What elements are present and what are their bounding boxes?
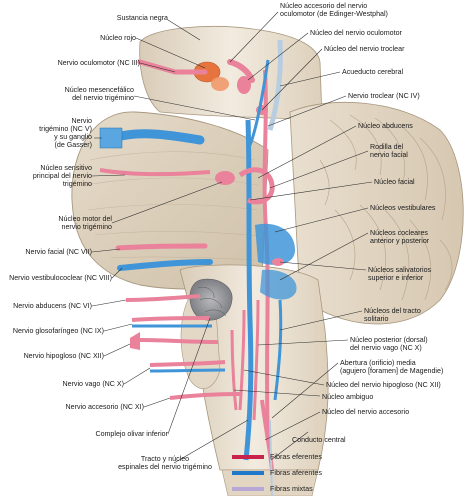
pons <box>71 111 269 290</box>
legend-label-afferent: Fibras aferentes <box>270 468 322 477</box>
label-nervio-hipogloso: Nervio hipogloso (NC XII) <box>23 352 104 360</box>
label-nucleo-sensitivo: Núcleo sensitivo principal del nervio tr… <box>32 164 92 188</box>
label-complejo-olivar: Complejo olivar inferior <box>95 430 168 438</box>
label-nucleos-tracto-solitario: Núcleos del tracto solitario <box>364 307 421 323</box>
label-abertura-media: Abertura (orificio) media (agujero [fora… <box>340 359 444 375</box>
legend-label-mixed: Fibras mixtas <box>270 484 313 493</box>
label-rodilla-facial: Rodilla del nervio facial <box>370 143 408 159</box>
label-nucleos-salivatorios: Núcleos salivatorios superior e inferior <box>368 266 432 282</box>
label-nucleo-motor-trigemino: Núcleo motor del nervio trigémino <box>58 215 112 231</box>
legend-label-efferent: Fibras eferentes <box>270 452 322 461</box>
label-nucleo-mesencefalico: Núcleo mesencefálico del nervio trigémin… <box>64 86 134 102</box>
legend-swatch-efferent <box>232 455 264 459</box>
label-nucleo-nervio-oculomotor: Núcleo del nervio oculomotor <box>310 29 402 37</box>
label-nucleo-nervio-accesorio: Núcleo del nervio accesorio <box>322 408 410 416</box>
label-nervio-trigemino: Nervio trigémino (NC V) y su ganglio (de… <box>39 117 92 149</box>
label-conducto-central: Conducto central <box>292 436 346 444</box>
midbrain <box>139 26 323 121</box>
legend-swatch-mixed <box>232 487 264 491</box>
label-nucleo-accesorio-oculomotor: Núcleo accesorio del nervio oculomotor (… <box>280 2 388 18</box>
label-nucleo-nervio-troclear: Núcleo del nervio troclear <box>324 45 405 53</box>
label-nervio-accesorio: Nervio accesorio (NC XI) <box>65 403 144 411</box>
label-nervio-abducens: Nervio abducens (NC VI) <box>13 302 92 310</box>
legend-swatch-afferent <box>232 471 264 475</box>
label-nucleo-hipogloso: Núcleo del nervio hipogloso (NC XII) <box>326 381 441 389</box>
label-sustancia-negra: Sustancia negra <box>116 14 168 22</box>
label-nucleos-vestibulares: Núcleos vestibulares <box>370 204 436 212</box>
label-nucleos-cocleares: Núcleos cocleares anterior y posterior <box>370 229 430 245</box>
label-nervio-glosofaringeo: Nervio glosofaríngeo (NC IX) <box>12 327 104 335</box>
label-tracto-espinal: Tracto y núcleo espinales del nervio tri… <box>118 455 212 471</box>
label-nucleo-posterior-vago: Núcleo posterior (dorsal) del nervio vag… <box>350 336 428 352</box>
inferior-olive <box>189 278 233 321</box>
label-nervio-vago: Nervio vago (NC X) <box>62 380 125 388</box>
label-nervio-troclear: Nervio troclear (NC IV) <box>348 92 420 100</box>
label-nucleo-abducens: Núcleo abducens <box>358 122 413 130</box>
label-acueducto-cerebral: Acueducto cerebral <box>342 68 404 76</box>
label-nucleo-ambiguo: Núcleo ambiguo <box>322 393 374 401</box>
cerebellum <box>289 101 464 325</box>
label-nervio-oculomotor: Nervio oculomotor (NC III) <box>57 59 140 67</box>
label-nervio-facial: Nervio facial (NC VII) <box>25 248 92 256</box>
label-nervio-vestibulococlear: Nervio vestibulococlear (NC VIII) <box>9 274 112 282</box>
label-nucleo-rojo: Núcleo rojo <box>100 34 136 42</box>
label-nucleo-facial: Núcleo facial <box>374 178 415 186</box>
